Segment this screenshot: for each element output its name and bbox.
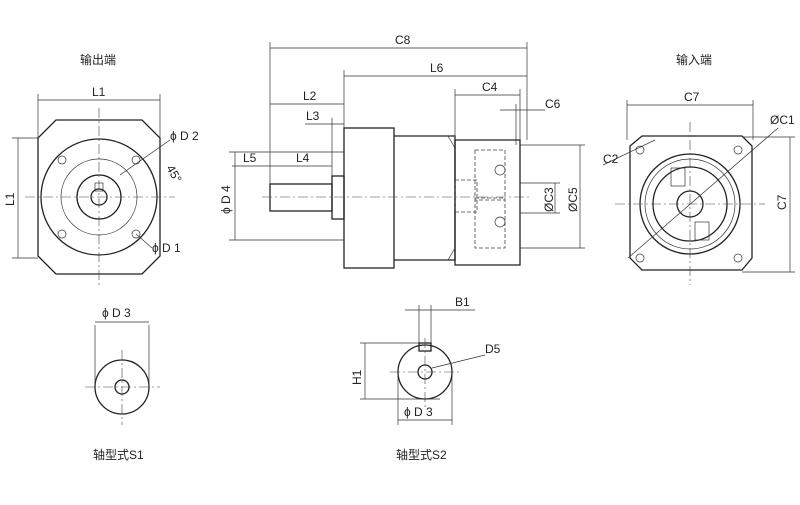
c3-label: ØC3 (542, 187, 556, 212)
c8-label: C8 (395, 33, 411, 47)
shaft-s1-view: ϕ D 3 轴型式S1 (85, 306, 160, 462)
c5-label: ØC5 (566, 187, 580, 212)
l2-label: L2 (303, 89, 317, 103)
d2-label: ϕ D 2 (170, 129, 199, 143)
c2-label: C2 (603, 152, 619, 166)
s1-title: 轴型式S1 (93, 447, 144, 462)
d4-label: ϕ D 4 (219, 185, 233, 214)
input-end-view: 输入端 C7 C7 ØC1 C2 (602, 52, 795, 285)
b1-label: B1 (455, 295, 470, 309)
l5-label: L5 (243, 151, 257, 165)
d5-label: D5 (485, 342, 501, 356)
l3-label: L3 (306, 109, 320, 123)
s2-title: 轴型式S2 (396, 447, 447, 462)
angle-label: 45° (163, 163, 184, 186)
l6-label: L6 (430, 61, 444, 75)
output-height-label: L1 (3, 192, 17, 206)
output-width-label: L1 (92, 85, 106, 99)
input-end-title: 输入端 (676, 52, 712, 67)
s2-d3-label: ϕ D 3 (404, 405, 433, 419)
output-end-view: 输出端 L1 L1 ϕ D 2 45° ϕ D 1 (3, 52, 199, 285)
s1-d3-label: ϕ D 3 (102, 306, 131, 320)
c7-height-label: C7 (775, 194, 789, 210)
d1-label: ϕ D 1 (152, 241, 181, 255)
l4-label: L4 (296, 151, 310, 165)
c6-label: C6 (545, 97, 561, 111)
c1-label: ØC1 (770, 113, 795, 127)
c4-label: C4 (482, 80, 498, 94)
side-view: C8 L6 L2 L3 C4 C6 L5 L4 ϕ D 4 ØC3 ØC5 (219, 33, 585, 269)
shaft-s2-view: B1 D5 H1 ϕ D 3 轴型式S2 (350, 295, 501, 462)
h1-label: H1 (350, 369, 364, 385)
output-end-title: 输出端 (80, 52, 116, 67)
c7-width-label: C7 (684, 90, 700, 104)
